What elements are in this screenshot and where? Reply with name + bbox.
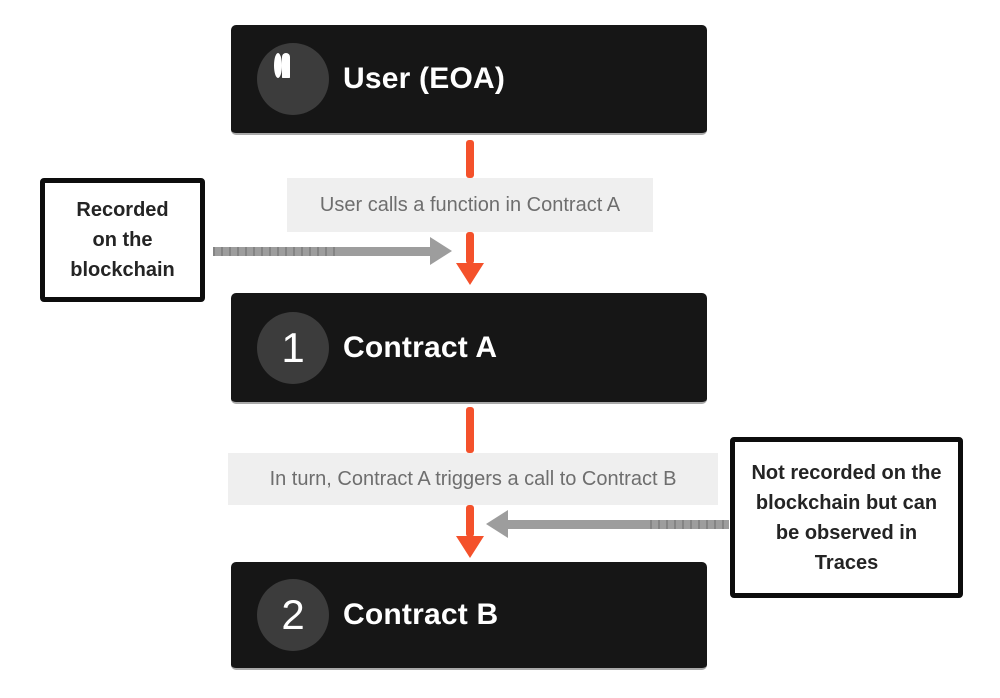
flow-arrow-1-lower-shaft [466,232,474,264]
contract-b-badge-number: 2 [281,591,305,638]
callout-not-recorded-line-2: blockchain but can [755,491,938,514]
user-icon-shoulders [282,53,290,78]
contract-a-badge-circle: 1 [257,311,329,384]
contract-a-badge-number: 1 [281,323,305,371]
user-icon-head [274,53,282,78]
flow-arrow-2-lower-shaft [466,505,474,537]
flow-arrow-2-arrowhead-icon [456,536,484,558]
callout-recorded-line-2: on the [92,229,153,251]
callout-recorded-line-3: blockchain [70,259,175,281]
node-title-contract-b: Contract B [343,598,499,631]
annotation-arrow-left-shaft [213,247,437,256]
callout-recorded-line-1: Recorded [76,199,169,221]
callout-not-recorded-line-1: Not recorded on the [751,461,942,484]
node-title-contract-a: Contract A [343,330,498,364]
node-contract-a: 1 Contract A [231,293,707,404]
node-user-eoa: User (EOA) [231,25,707,135]
edge-label-user-call: User calls a function in Contract A [287,178,653,232]
callout-recorded-on-chain: Recorded on the blockchain [40,178,205,302]
edge-label-internal-call: In turn, Contract A triggers a call to C… [228,453,718,505]
callout-not-recorded-line-3: be observed in [775,521,918,544]
flow-arrow-2-upper-shaft [466,407,474,453]
edge-label-internal-call-text: In turn, Contract A triggers a call to C… [269,467,677,490]
flow-arrow-1-upper-shaft [466,140,474,178]
node-contract-b: 2 Contract B [231,562,707,670]
contract-b-badge-circle: 2 [257,579,329,651]
flow-arrow-1-arrowhead-icon [456,263,484,285]
callout-not-recorded: Not recorded on the blockchain but can b… [730,437,963,598]
annotation-arrow-right-shaft [504,520,729,529]
edge-label-user-call-text: User calls a function in Contract A [319,193,621,216]
user-icon [274,53,312,101]
node-title-user: User (EOA) [343,62,506,95]
user-badge-circle [257,43,329,115]
callout-not-recorded-line-4: Traces [814,551,879,574]
annotation-arrow-right-arrowhead-icon [486,510,508,538]
annotation-arrow-left-arrowhead-icon [430,237,452,265]
